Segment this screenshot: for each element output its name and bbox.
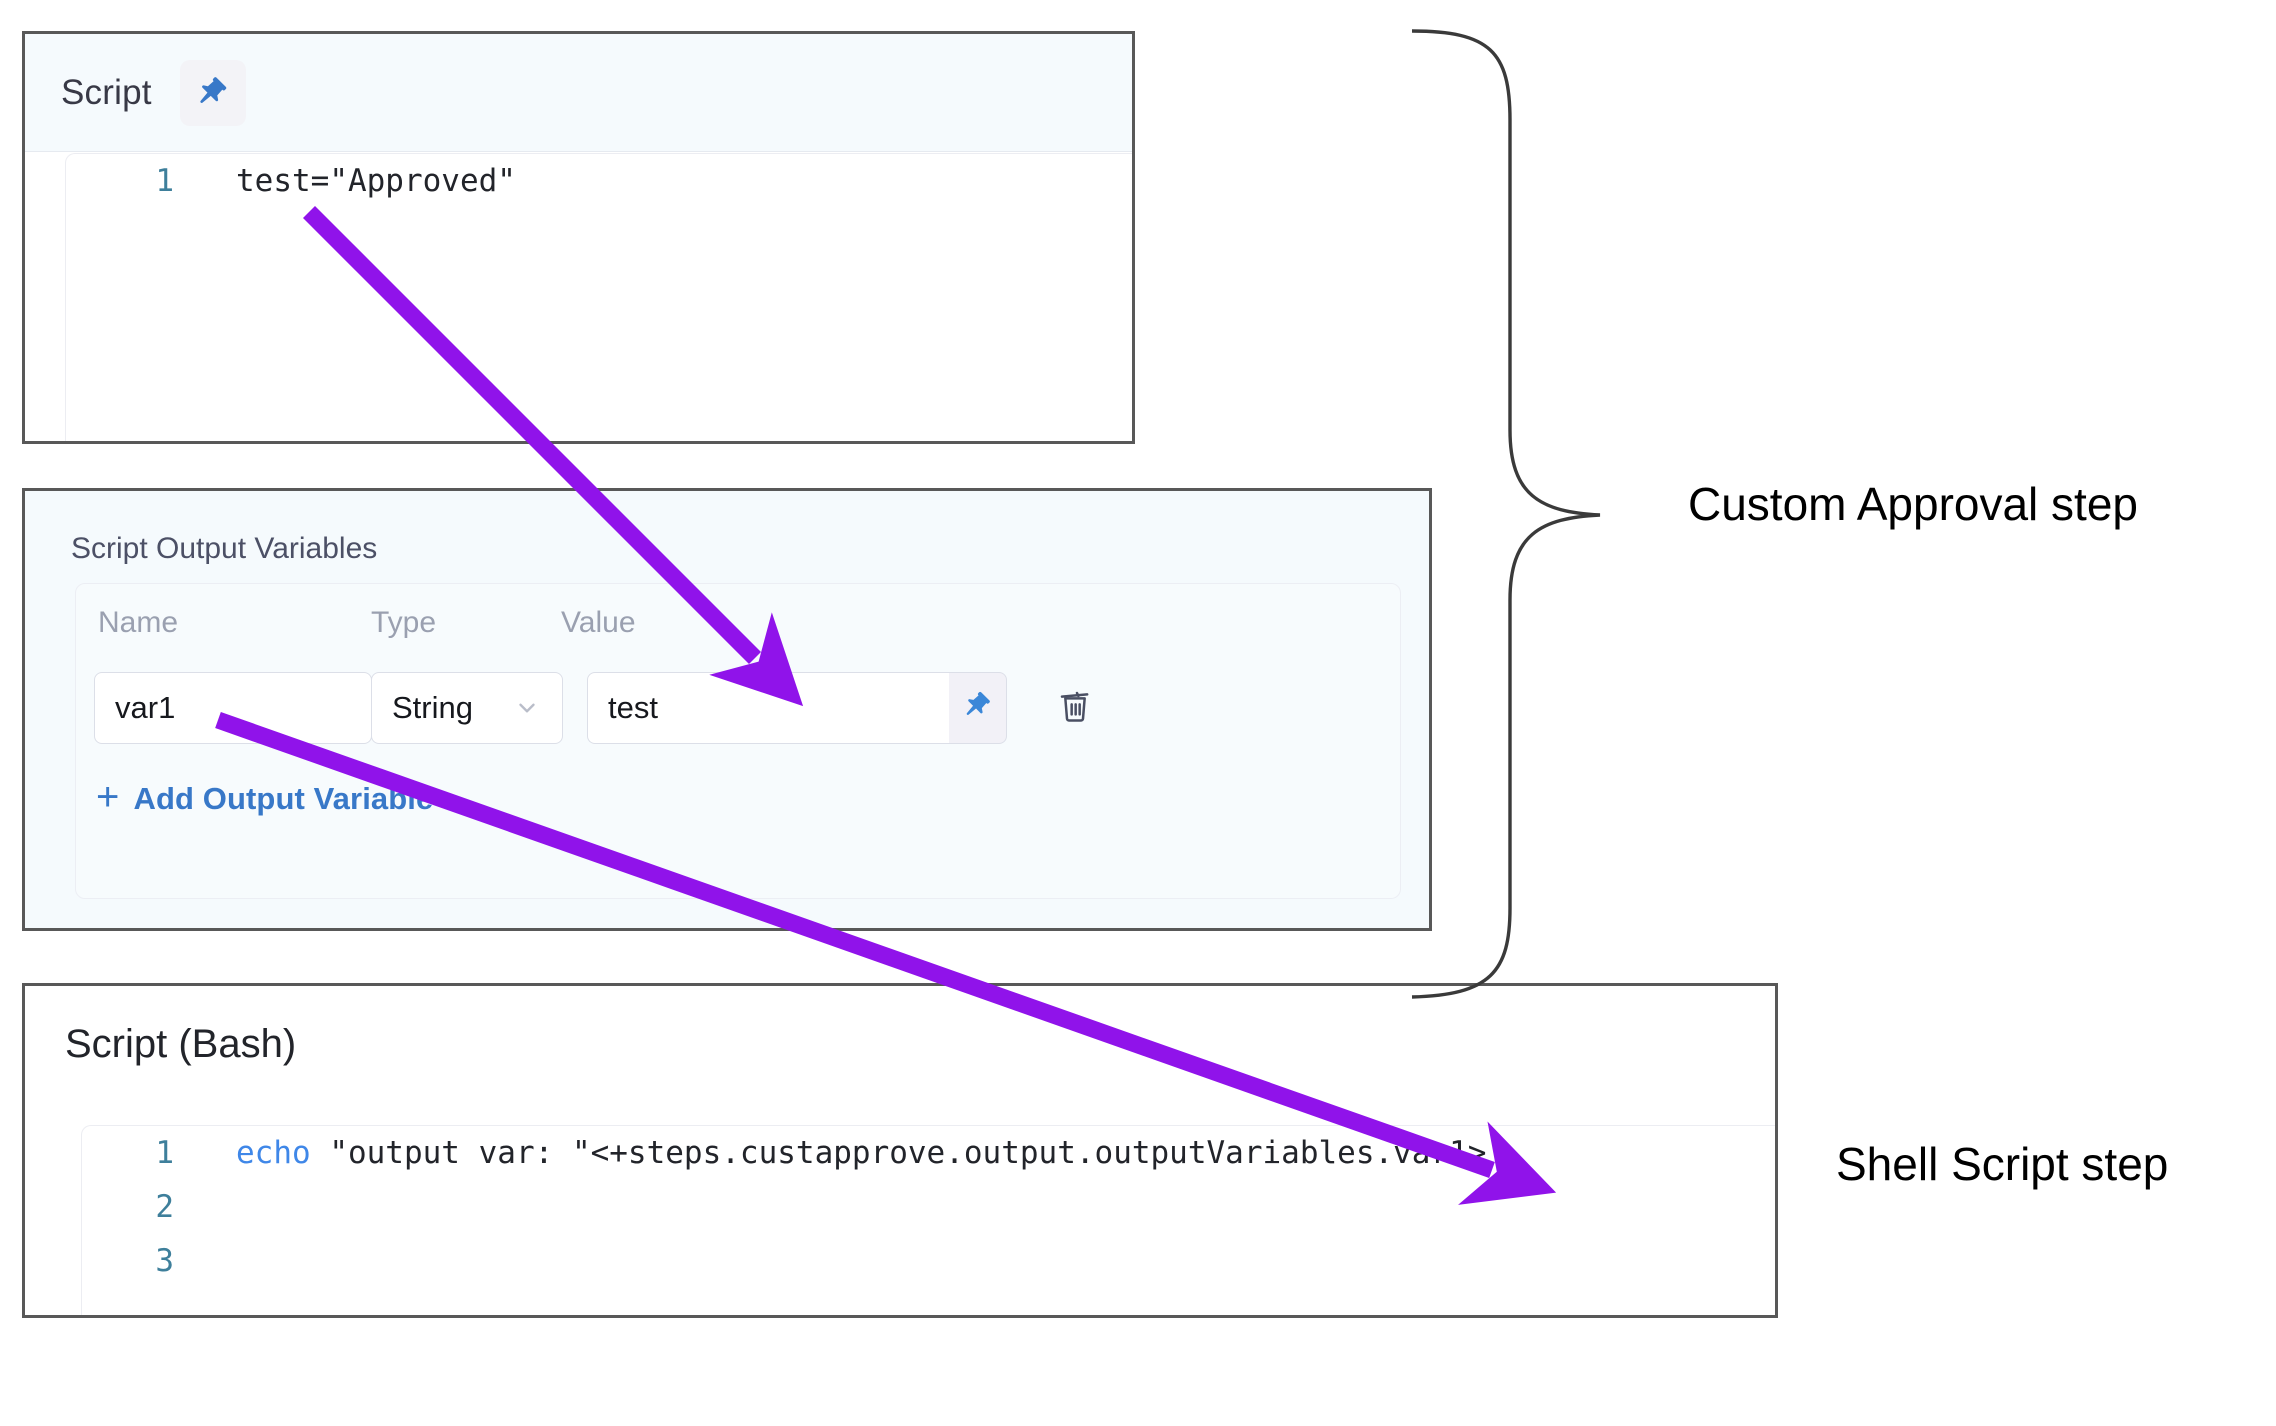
pin-icon: [961, 689, 995, 728]
page-title: Script: [61, 72, 152, 112]
script-panel: Script 1 test="Approved": [22, 31, 1135, 444]
output-variables-card: Name Type Value var1 String test: [75, 583, 1401, 899]
trash-icon: [1055, 686, 1095, 731]
add-output-variable-button[interactable]: + Add Output Variable: [96, 775, 434, 819]
line-number: 3: [155, 1243, 174, 1279]
code-keyword: echo: [236, 1135, 311, 1171]
curly-brace: [1411, 29, 1601, 999]
value-pin-icon-button[interactable]: [949, 672, 1007, 744]
code-line: 2: [82, 1180, 1775, 1234]
pin-icon-button[interactable]: [179, 59, 246, 126]
add-output-variable-label: Add Output Variable: [133, 781, 434, 816]
variable-value-text: test: [608, 690, 658, 725]
column-header-type: Type: [371, 606, 437, 639]
pin-icon: [194, 74, 232, 112]
section-title: Script Output Variables: [71, 532, 378, 565]
bash-script-panel: Script (Bash) 1 echo "output var: "<+ste…: [22, 983, 1778, 1318]
bash-panel-title: Script (Bash): [65, 1022, 297, 1066]
chevron-down-icon: [514, 695, 540, 721]
code-line: 3: [82, 1234, 1775, 1288]
script-output-variables-panel: Script Output Variables Name Type Value …: [22, 488, 1432, 931]
script-code-editor[interactable]: 1 test="Approved": [65, 153, 1132, 441]
script-panel-header: Script: [25, 34, 1132, 152]
bash-code-editor[interactable]: 1 echo "output var: "<+steps.custapprove…: [81, 1125, 1775, 1315]
line-number: 1: [155, 163, 174, 199]
code-line: 1 test="Approved": [66, 154, 1132, 208]
variable-name-input[interactable]: var1: [94, 672, 372, 744]
code-line-text: test="Approved": [236, 163, 516, 199]
shell-script-step-label: Shell Script step: [1836, 1138, 2168, 1190]
column-header-name: Name: [98, 606, 179, 639]
line-number: 2: [155, 1189, 174, 1225]
table-row: var1 String test: [76, 672, 1400, 744]
variable-name-value: var1: [115, 690, 176, 725]
variable-type-value: String: [392, 690, 473, 725]
custom-approval-step-label: Custom Approval step: [1688, 478, 2138, 530]
line-number: 1: [155, 1135, 174, 1171]
delete-row-button[interactable]: [1043, 676, 1107, 740]
variable-type-select[interactable]: String: [371, 672, 563, 744]
column-header-row: Name Type Value: [76, 606, 1400, 652]
plus-icon: +: [96, 775, 120, 819]
code-line: 1 echo "output var: "<+steps.custapprove…: [82, 1126, 1775, 1180]
code-line-text: "output var: "<+steps.custapprove.output…: [310, 1135, 1487, 1171]
variable-value-input[interactable]: test: [587, 672, 949, 744]
column-header-value: Value: [561, 606, 636, 639]
